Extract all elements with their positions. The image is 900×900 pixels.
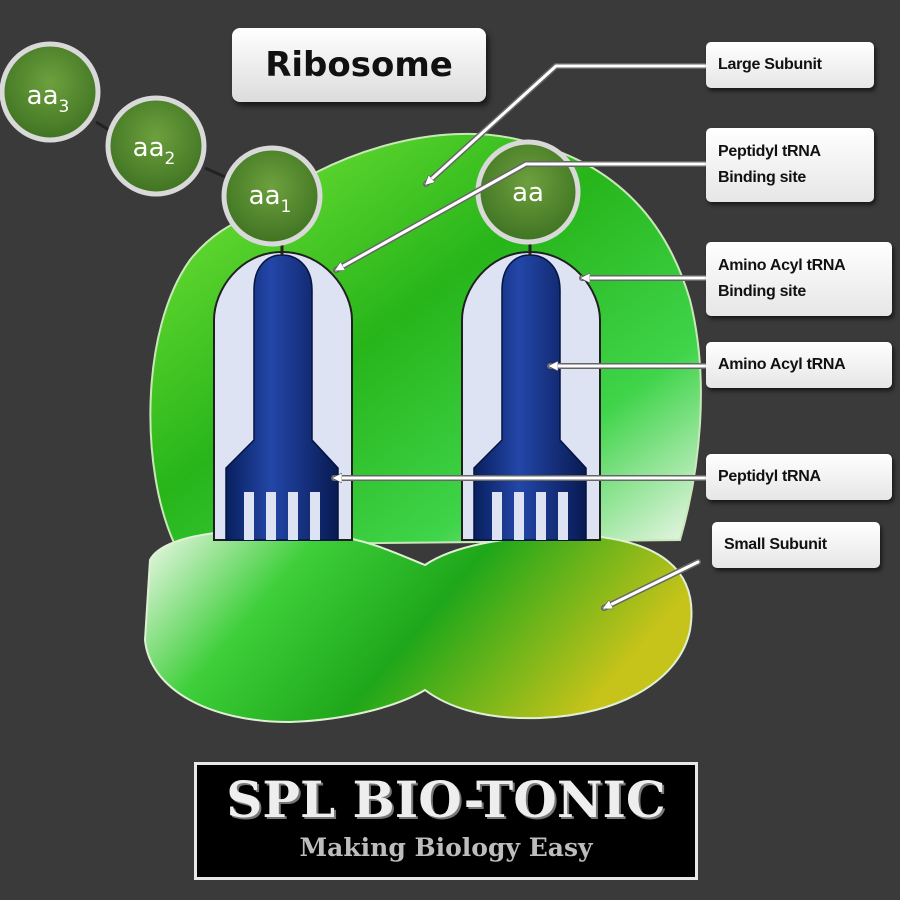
arrow-small-subunit (601, 559, 701, 611)
brand-logo: SPL BIO-TONIC Making Biology Easy (194, 762, 698, 880)
label-peptidyl-site-line2: Binding site (718, 169, 806, 186)
label-peptidyl-trna: Peptidyl tRNA (706, 454, 892, 500)
page-title: Ribosome (265, 45, 453, 85)
aa3-subscript: 3 (59, 97, 70, 117)
small-subunit-shape (143, 529, 693, 724)
svg-text:aa2: aa2 (133, 133, 176, 169)
label-aminoacyl-binding-site: Amino Acyl tRNA Binding site (706, 242, 892, 316)
aminoacyl-trna-shape (473, 254, 587, 541)
amino-acid-aa1: aa1 (221, 145, 323, 247)
leader-arrows (331, 63, 709, 611)
svg-text:aa3: aa3 (27, 81, 70, 117)
aa-label: aa (512, 178, 544, 208)
title-box: Ribosome (232, 28, 486, 102)
arrow-peptidyl-site (333, 161, 709, 273)
aa2-subscript: 2 (165, 149, 176, 169)
amino-acid-aa: aa (475, 139, 581, 245)
amino-acid-aa3: aa3 (0, 41, 101, 143)
label-large-subunit-text: Large Subunit (718, 56, 822, 73)
aa3-base: aa (27, 81, 59, 111)
label-large-subunit: Large Subunit (706, 42, 874, 88)
aa1-subscript: 1 (281, 197, 292, 217)
arrow-large-subunit (423, 63, 709, 187)
label-small-subunit: Small Subunit (712, 522, 880, 568)
aa1-base: aa (249, 181, 281, 211)
label-peptidyl-site-line1: Peptidyl tRNA (718, 143, 821, 160)
svg-text:aa1: aa1 (249, 181, 292, 217)
label-small-subunit-text: Small Subunit (724, 536, 827, 553)
label-peptidyl-trna-text: Peptidyl tRNA (718, 468, 821, 485)
label-aminoacyl-trna-text: Amino Acyl tRNA (718, 356, 846, 373)
amino-acid-aa2: aa2 (105, 95, 207, 197)
label-aminoacyl-site-line2: Binding site (718, 283, 806, 300)
label-peptidyl-binding-site: Peptidyl tRNA Binding site (706, 128, 874, 202)
brand-name: SPL BIO-TONIC (226, 770, 666, 829)
peptidyl-trna-shape (225, 254, 339, 541)
label-aminoacyl-site-line1: Amino Acyl tRNA (718, 257, 846, 274)
brand-tagline: Making Biology Easy (299, 833, 593, 862)
aa2-base: aa (133, 133, 165, 163)
label-aminoacyl-trna: Amino Acyl tRNA (706, 342, 892, 388)
